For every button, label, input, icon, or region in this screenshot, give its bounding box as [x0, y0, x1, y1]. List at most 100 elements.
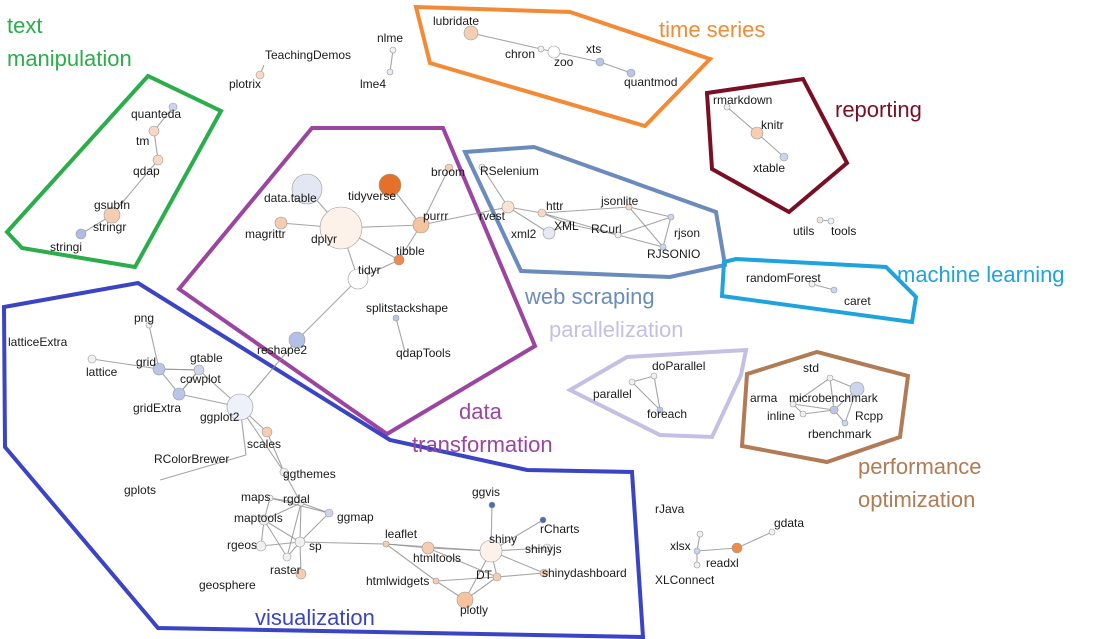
node-RJSONIO — [659, 243, 667, 251]
node-label-Rcpp: Rcpp — [855, 409, 883, 423]
node-label-rjson: rjson — [674, 226, 700, 240]
node-xts — [595, 57, 605, 67]
node-label-RJSONIO: RJSONIO — [647, 247, 700, 261]
edge-htmltools-DT — [427, 547, 498, 578]
edge-httr-jsonlite — [541, 206, 630, 214]
node-label-htmlwidgets: htmlwidgets — [366, 574, 429, 588]
node-png — [145, 321, 153, 329]
node-label-dplyr: dplyr — [311, 232, 337, 246]
edge-maptools-raster — [263, 519, 288, 558]
node-rmarkdown — [723, 103, 731, 111]
cluster-hull-reporting — [704, 76, 850, 215]
node-label-layer: quantedatmqdapgsubfnstringrstringiTeachi… — [8, 14, 883, 617]
node-xtable — [779, 152, 789, 162]
edge-geosphere-sp — [299, 541, 302, 575]
node-label-rmarkdown: rmarkdown — [713, 93, 772, 107]
edge-httr-XML — [541, 212, 569, 225]
edge-doParallel-foreach — [653, 375, 661, 411]
node-rCharts — [539, 516, 547, 524]
edge-rgdal-raster — [286, 502, 302, 558]
edge-RCurl-RJSONIO — [617, 234, 664, 248]
edge-rmarkdown-knitr — [726, 106, 758, 134]
cluster-label-visualization: visualization — [255, 605, 375, 630]
edge-tidyr-reshape2 — [296, 278, 359, 341]
edge-splitstackshape-qdapTools — [395, 317, 406, 353]
node-sp — [294, 536, 306, 548]
node-label-plotly: plotly — [460, 603, 488, 617]
node-reshape2 — [288, 331, 306, 349]
cluster-label-performance-optimization: performance — [858, 454, 982, 479]
node-label-arma: arma — [750, 391, 778, 405]
node-xml2 — [542, 226, 556, 240]
node-shiny — [479, 539, 503, 563]
edge-xts-quantmod — [599, 61, 632, 74]
node-Rcpp — [829, 405, 839, 415]
node-rgdal — [297, 499, 305, 507]
node-label-tm: tm — [136, 134, 149, 148]
cluster-hull-machine-learning — [719, 256, 919, 325]
node-label-rgeos: rgeos — [227, 538, 257, 552]
node-label-plotrix: plotrix — [229, 77, 261, 91]
node-label-purrr: purrr — [423, 209, 448, 223]
edge-arma-Rcpp — [792, 403, 835, 411]
node-label-splitstackshape: splitstackshape — [366, 301, 448, 315]
node-DT — [492, 572, 502, 582]
node-label-gsubfn: gsubfn — [94, 198, 130, 212]
cluster-hull-parallelization — [565, 347, 749, 440]
edge-png-grid — [148, 324, 160, 370]
node-maps — [266, 494, 274, 502]
node-rJava — [696, 530, 704, 538]
node-parallel — [628, 378, 636, 386]
node-doParallel — [650, 372, 658, 380]
cluster-hull-layer — [1, 4, 919, 639]
node-nlme — [389, 46, 397, 54]
edge-XML-RCurl — [567, 223, 619, 236]
cluster-label-data-transformation: transformation — [412, 432, 553, 457]
node-label-tidyverse: tidyverse — [348, 189, 396, 203]
node-label-lubridate: lubridate — [433, 14, 479, 28]
node-htmltools — [421, 541, 435, 555]
node-readxl — [731, 542, 743, 554]
edge-purrr-rvest — [420, 206, 509, 226]
edge-leaflet-sp — [299, 541, 387, 545]
node-label-scales: scales — [247, 437, 281, 451]
node-label-sp: sp — [309, 539, 322, 553]
node-label-xtable: xtable — [753, 161, 785, 175]
node-lme4 — [386, 68, 394, 76]
node-foreach — [656, 406, 664, 414]
node-label-TeachingDemos: TeachingDemos — [265, 48, 351, 62]
edge-RSelenium-rvest — [481, 166, 509, 208]
node-label-std: std — [803, 361, 819, 375]
node-label-stringi: stringi — [50, 240, 82, 254]
edge-qdap-gsubfn — [111, 159, 159, 216]
node-label-rgdal: rgdal — [283, 492, 310, 506]
node-label-DT: DT — [476, 568, 493, 582]
cluster-hull-data-transformation — [176, 126, 538, 437]
node-RCurl — [614, 231, 622, 239]
node-label-maps: maps — [241, 490, 270, 504]
node-label-geosphere: geosphere — [199, 578, 256, 592]
node-label-gdata: gdata — [774, 516, 804, 530]
node-plotly — [456, 591, 474, 609]
node-XLConnect — [693, 561, 701, 569]
node-tibble — [393, 254, 405, 266]
cluster-label-parallelization: parallelization — [549, 317, 684, 342]
node-label-zoo: zoo — [554, 55, 574, 69]
edge-reshape2-ggplot2 — [239, 339, 298, 408]
node-jsonlite — [625, 203, 633, 211]
node-magrittr — [274, 216, 288, 230]
edge-scales-ggthemes — [266, 431, 285, 473]
node-std — [826, 374, 834, 382]
node-stringr — [103, 206, 121, 224]
node-scales — [261, 426, 273, 438]
edge-grid-cowplot — [158, 368, 200, 371]
cluster-label-reporting: reporting — [835, 97, 922, 122]
cluster-label-time-series: time series — [659, 17, 765, 42]
node-gdata — [768, 528, 776, 536]
node-plotrix — [255, 70, 265, 80]
node-lubridate — [463, 25, 479, 41]
node-rjson — [667, 213, 675, 221]
cluster-hull-text-manipulation — [4, 73, 224, 270]
node-label-microbenchmark: microbenchmark — [789, 391, 879, 405]
